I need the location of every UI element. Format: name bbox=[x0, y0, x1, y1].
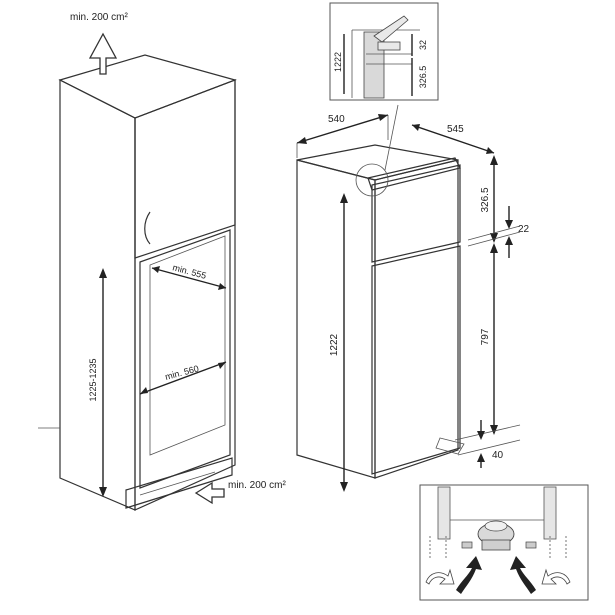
bottom-rail bbox=[435, 437, 465, 455]
bottom-ventilation-label: min. 200 cm² bbox=[228, 480, 286, 491]
top-detail-height-label: 1222 bbox=[333, 52, 343, 72]
niche-width-top: min. 555 bbox=[151, 262, 227, 290]
appliance-side bbox=[296, 159, 376, 479]
appliance-height-stack: 326.5 22 797 40 bbox=[454, 155, 530, 468]
bottom-detail-right-side bbox=[543, 486, 557, 540]
gap-label: 22 bbox=[518, 224, 530, 235]
bottom-detail-left-side bbox=[437, 486, 451, 540]
top-detail-gap-label: 32 bbox=[418, 40, 428, 50]
appliance-width: 540 bbox=[296, 114, 389, 158]
hinge-part bbox=[373, 15, 409, 43]
niche-width-bottom: min. 560 bbox=[139, 361, 227, 395]
up-arrow-icon bbox=[88, 32, 118, 75]
bottom-detail-inset bbox=[419, 484, 589, 601]
lower-height-label: 797 bbox=[480, 328, 491, 345]
bottom-ventilation: min. 200 cm² bbox=[194, 480, 286, 505]
niche-opening bbox=[139, 229, 231, 489]
rotate-arrow-icon bbox=[425, 568, 455, 585]
niche-height: 1225-1235 bbox=[88, 268, 107, 497]
appliance-depth-label: 545 bbox=[447, 124, 464, 135]
top-detail-inset: 1222 32 326.5 bbox=[329, 2, 439, 101]
appliance-depth: 545 bbox=[411, 124, 495, 154]
cabinet-upper-door bbox=[134, 79, 236, 259]
rotate-arrow-icon bbox=[541, 568, 571, 585]
rotate-arrow-icon bbox=[456, 556, 482, 594]
kitchen-cabinet bbox=[38, 54, 237, 511]
appliance bbox=[296, 104, 465, 479]
fridge-door bbox=[371, 245, 461, 475]
top-detail-upper-label: 326.5 bbox=[418, 66, 428, 89]
foot-left bbox=[461, 541, 473, 549]
bottom-gap-label: 40 bbox=[492, 450, 504, 461]
appliance-total-height-label: 1222 bbox=[329, 333, 340, 356]
detail-callout-circle bbox=[355, 163, 389, 197]
top-bracket bbox=[367, 157, 461, 191]
niche-back bbox=[149, 235, 226, 456]
cabinet-side-panel bbox=[59, 79, 136, 511]
left-arrow-icon bbox=[194, 481, 225, 505]
top-ventilation: min. 200 cm² bbox=[70, 12, 128, 75]
niche-height-label: 1225-1235 bbox=[88, 358, 98, 401]
cabinet-top-surface bbox=[58, 54, 237, 119]
door-handle bbox=[144, 211, 151, 245]
upper-height-label: 326.5 bbox=[480, 187, 491, 212]
appliance-width-label: 540 bbox=[328, 114, 345, 125]
appliance-front bbox=[374, 159, 459, 479]
foot-right bbox=[525, 541, 537, 549]
freezer-door bbox=[371, 164, 461, 263]
bottom-vent-grille bbox=[125, 457, 233, 509]
top-ventilation-label: min. 200 cm² bbox=[70, 12, 128, 23]
rotate-arrow-icon bbox=[510, 556, 536, 594]
appliance-total-height: 1222 bbox=[329, 193, 348, 492]
